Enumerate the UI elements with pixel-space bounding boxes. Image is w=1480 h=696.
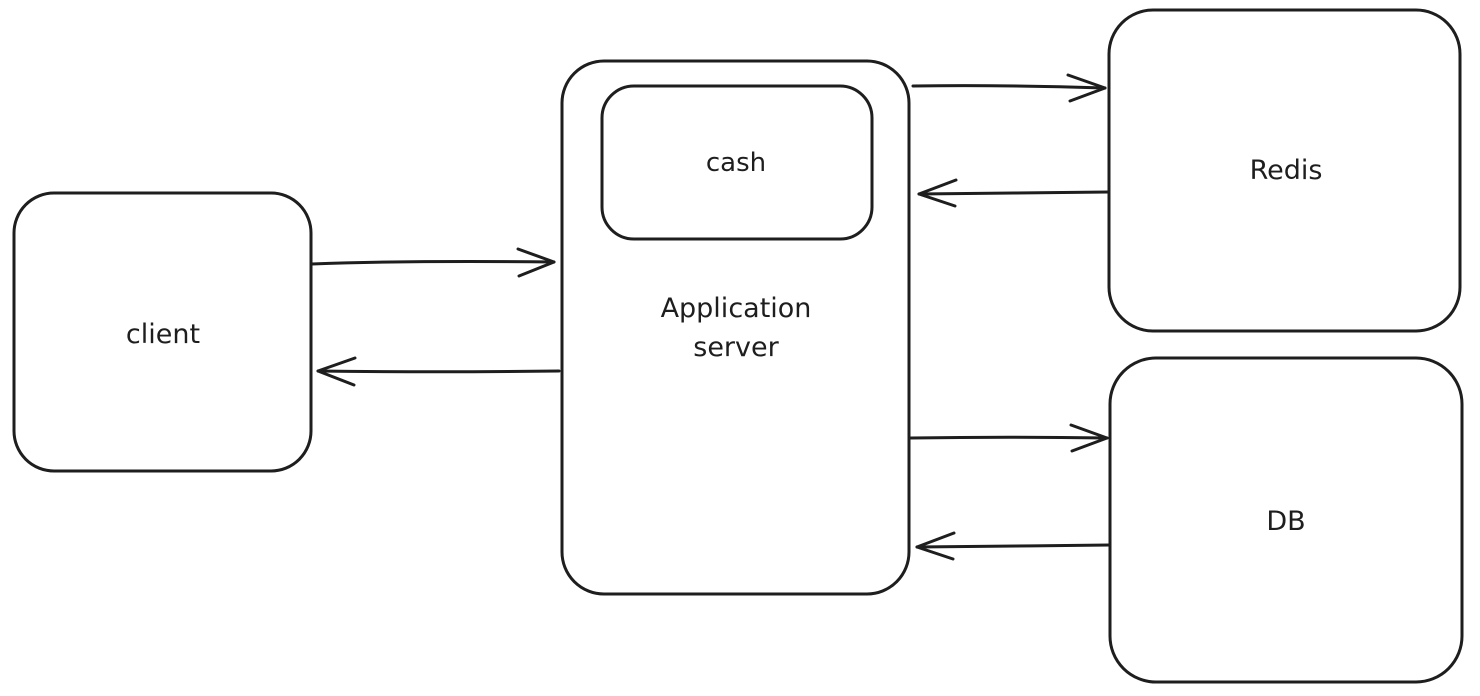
application-server-label-line2: server: [693, 332, 779, 363]
arrow-redis-to-app-server: [917, 178, 1111, 208]
arrow-app-server-to-client-line: [316, 369, 561, 374]
arrow-app-server-to-redis-line: [911, 84, 1107, 90]
arrow-right-head-icon: [1066, 73, 1107, 103]
node-client: client: [12, 191, 313, 473]
client-box: [12, 191, 313, 473]
arrow-app-server-to-db: [909, 423, 1109, 453]
node-redis: Redis: [1107, 8, 1462, 333]
arrow-left-head-icon: [915, 531, 956, 561]
arrow-db-to-app-server-line: [915, 543, 1112, 549]
application-server-label-line1: Application: [661, 293, 812, 324]
arrow-left-head-icon: [316, 356, 357, 387]
arrow-app-server-to-redis: [911, 73, 1107, 103]
cache-box: [600, 84, 874, 241]
redis-label: Redis: [1250, 155, 1323, 186]
arrow-left-head-icon: [917, 178, 958, 208]
db-box: [1108, 356, 1464, 684]
arrow-app-server-to-client: [316, 356, 561, 387]
arrow-right-head-icon: [516, 247, 556, 278]
arrow-app-server-to-db-line: [909, 435, 1109, 440]
arrow-client-to-app-server-line: [310, 259, 556, 266]
node-db: DB: [1108, 356, 1464, 684]
arrow-db-to-app-server: [915, 531, 1112, 561]
cache-label: cash: [706, 148, 766, 178]
client-label: client: [126, 319, 200, 350]
node-application-server: Application server cash: [560, 59, 911, 596]
arrow-redis-to-app-server-line: [917, 190, 1111, 196]
arrow-right-head-icon: [1069, 423, 1109, 453]
db-label: DB: [1266, 506, 1305, 537]
arrow-client-to-app-server: [310, 247, 556, 278]
node-cache: cash: [600, 84, 874, 241]
redis-box: [1107, 8, 1462, 333]
